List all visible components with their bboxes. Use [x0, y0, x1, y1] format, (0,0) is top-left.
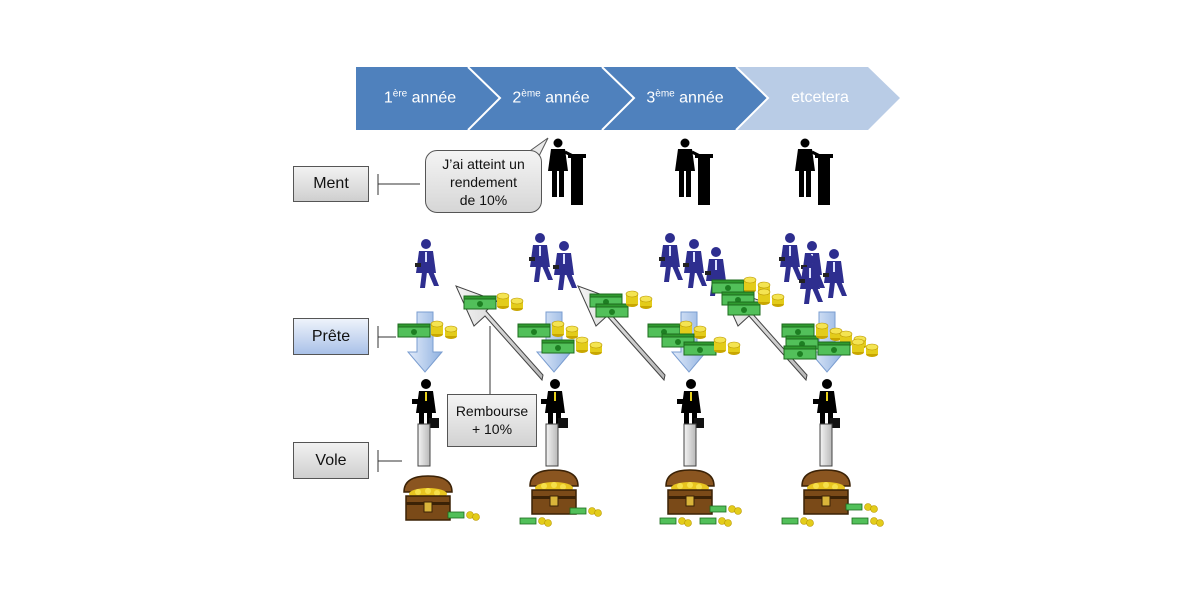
investor-icon: [553, 241, 577, 290]
investor-icon: [529, 233, 553, 282]
gold-coin-icon: [496, 292, 524, 312]
timeline-label-etcetera: etcetera: [791, 89, 849, 106]
banknote-stack-icon: [683, 341, 717, 356]
banknote-stack-icon: [519, 517, 552, 527]
banknote-stack-icon: [817, 341, 851, 356]
banknote-stack-icon: [699, 517, 732, 527]
speech-line: J’ai atteint un: [442, 156, 525, 172]
banknote-stack-icon: [463, 295, 497, 310]
row-label-ment: Ment: [293, 166, 369, 202]
banknote-stack-icon: [781, 517, 814, 527]
investor-icon: [779, 233, 803, 282]
repay-arrow-icon: [455, 285, 544, 382]
investor-icon: [823, 249, 847, 298]
chevron-year-1: [356, 67, 500, 130]
steal-arrows: [417, 423, 833, 467]
banknote-stack-icon: [595, 303, 629, 318]
banknote-stack-icon: [569, 507, 602, 517]
banknote-stack-icon: [397, 323, 431, 338]
treasure-chest-icon: [403, 475, 453, 521]
label-connectors: [377, 174, 420, 472]
repay-line: Rembourse: [455, 403, 529, 419]
banknote-stack-icon: [845, 503, 878, 513]
investor-icon: [659, 233, 683, 282]
banknote-stack-icon: [659, 517, 692, 527]
gold-coin-icon: [430, 320, 458, 340]
gold-coin-icon: [551, 320, 579, 340]
businessman-icon: [412, 379, 439, 428]
gold-coin-icon: [757, 288, 785, 308]
speech-bubble: J’ai atteint un rendement de 10%: [425, 150, 542, 213]
businessman-icon: [541, 379, 568, 428]
gold-coin-icon: [625, 290, 653, 310]
speaker-at-podium-icon: [546, 137, 588, 207]
businessman-icon: [813, 379, 840, 428]
banknote-stack-icon: [851, 517, 884, 527]
gold-coin-icon: [575, 336, 603, 356]
banknote-stack-icon: [709, 505, 742, 515]
row-label-prete: Prête: [293, 318, 369, 355]
investor-icon: [683, 239, 707, 288]
repay-callout: Rembourse + 10%: [447, 394, 537, 447]
speaker-at-podium-icon: [673, 137, 715, 207]
banknote-stack-icon: [541, 339, 575, 354]
banknote-stack-icon: [781, 323, 815, 338]
timeline-label-year-3: 3ème année: [646, 88, 724, 107]
gold-coin-icon: [713, 336, 741, 356]
banknote-stack-icon: [447, 511, 480, 521]
treasure-chest-icon: [801, 469, 851, 515]
treasure-chest-icon: [665, 469, 715, 515]
timeline-label-year-2: 2ème année: [512, 88, 590, 107]
banknote-stack-icon: [517, 323, 551, 338]
speech-line: rendement: [450, 174, 517, 190]
banknote-stack-icon: [783, 345, 817, 360]
banknote-stack-icon: [711, 279, 745, 294]
investor-icon: [415, 239, 439, 288]
chevron-year-3: [602, 67, 768, 130]
speaker-at-podium-icon: [793, 137, 835, 207]
down-arrow-icon: [406, 311, 444, 373]
chevron-year-2: [468, 67, 634, 130]
repay-line: + 10%: [471, 421, 513, 437]
treasure-chest-icon: [529, 469, 579, 515]
businessman-icon: [677, 379, 704, 428]
speech-line: de 10%: [459, 192, 508, 208]
row-label-vole: Vole: [293, 442, 369, 479]
chevron-etcetera: [736, 67, 900, 130]
timeline-label-year-1: 1ère année: [383, 88, 457, 107]
banknote-stack-icon: [727, 301, 761, 316]
